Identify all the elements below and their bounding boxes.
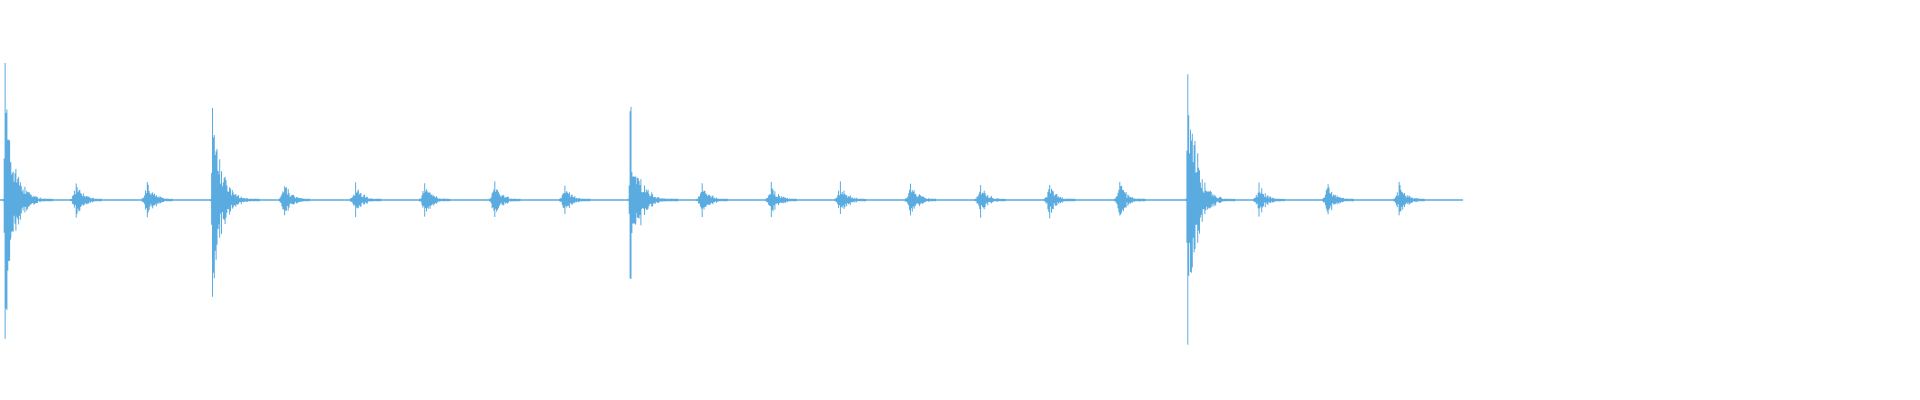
- waveform-transient: [696, 183, 728, 217]
- waveform-transient: [1393, 181, 1425, 216]
- transient-body: [1253, 182, 1285, 217]
- transient-body: [834, 181, 867, 214]
- waveform-transient: [765, 181, 797, 217]
- transient-body: [974, 185, 1007, 218]
- transient-body: [765, 181, 797, 217]
- waveform-transient: [1253, 182, 1285, 217]
- waveform-transient: [488, 181, 521, 217]
- waveform-transient: [418, 183, 451, 217]
- waveform-transient: [904, 183, 937, 216]
- waveform-transient: [559, 185, 591, 214]
- transient-core: [1188, 162, 1194, 238]
- waveform-transient: [141, 182, 173, 218]
- waveform-transient: [1322, 184, 1354, 215]
- waveform-transient: [1043, 185, 1076, 219]
- waveform-transient: [278, 186, 311, 216]
- transient-core: [212, 170, 219, 230]
- transient-core: [630, 176, 637, 224]
- waveform-transient: [349, 182, 382, 218]
- transient-body: [904, 183, 937, 216]
- waveform-transient: [1185, 74, 1236, 345]
- transient-core: [5, 162, 12, 238]
- waveform-transient: [627, 106, 679, 279]
- transient-body: [1393, 181, 1425, 216]
- waveform-transient: [210, 108, 260, 297]
- transient-body: [1322, 184, 1354, 215]
- transient-body: [141, 182, 173, 218]
- transient-body: [278, 186, 311, 216]
- transient-body: [418, 183, 451, 217]
- transient-body: [1113, 181, 1146, 216]
- transient-body: [488, 181, 521, 217]
- transient-body: [349, 182, 382, 218]
- transient-body: [559, 185, 591, 214]
- transient-body: [1043, 185, 1076, 219]
- transient-body: [70, 183, 102, 218]
- waveform-transient: [2, 63, 54, 339]
- waveform-transient: [1113, 181, 1146, 216]
- waveform-transient: [974, 185, 1007, 218]
- waveform-transient: [70, 183, 102, 218]
- waveform-transient: [834, 181, 867, 214]
- transient-body: [696, 183, 728, 217]
- waveform-transients: [2, 63, 1425, 345]
